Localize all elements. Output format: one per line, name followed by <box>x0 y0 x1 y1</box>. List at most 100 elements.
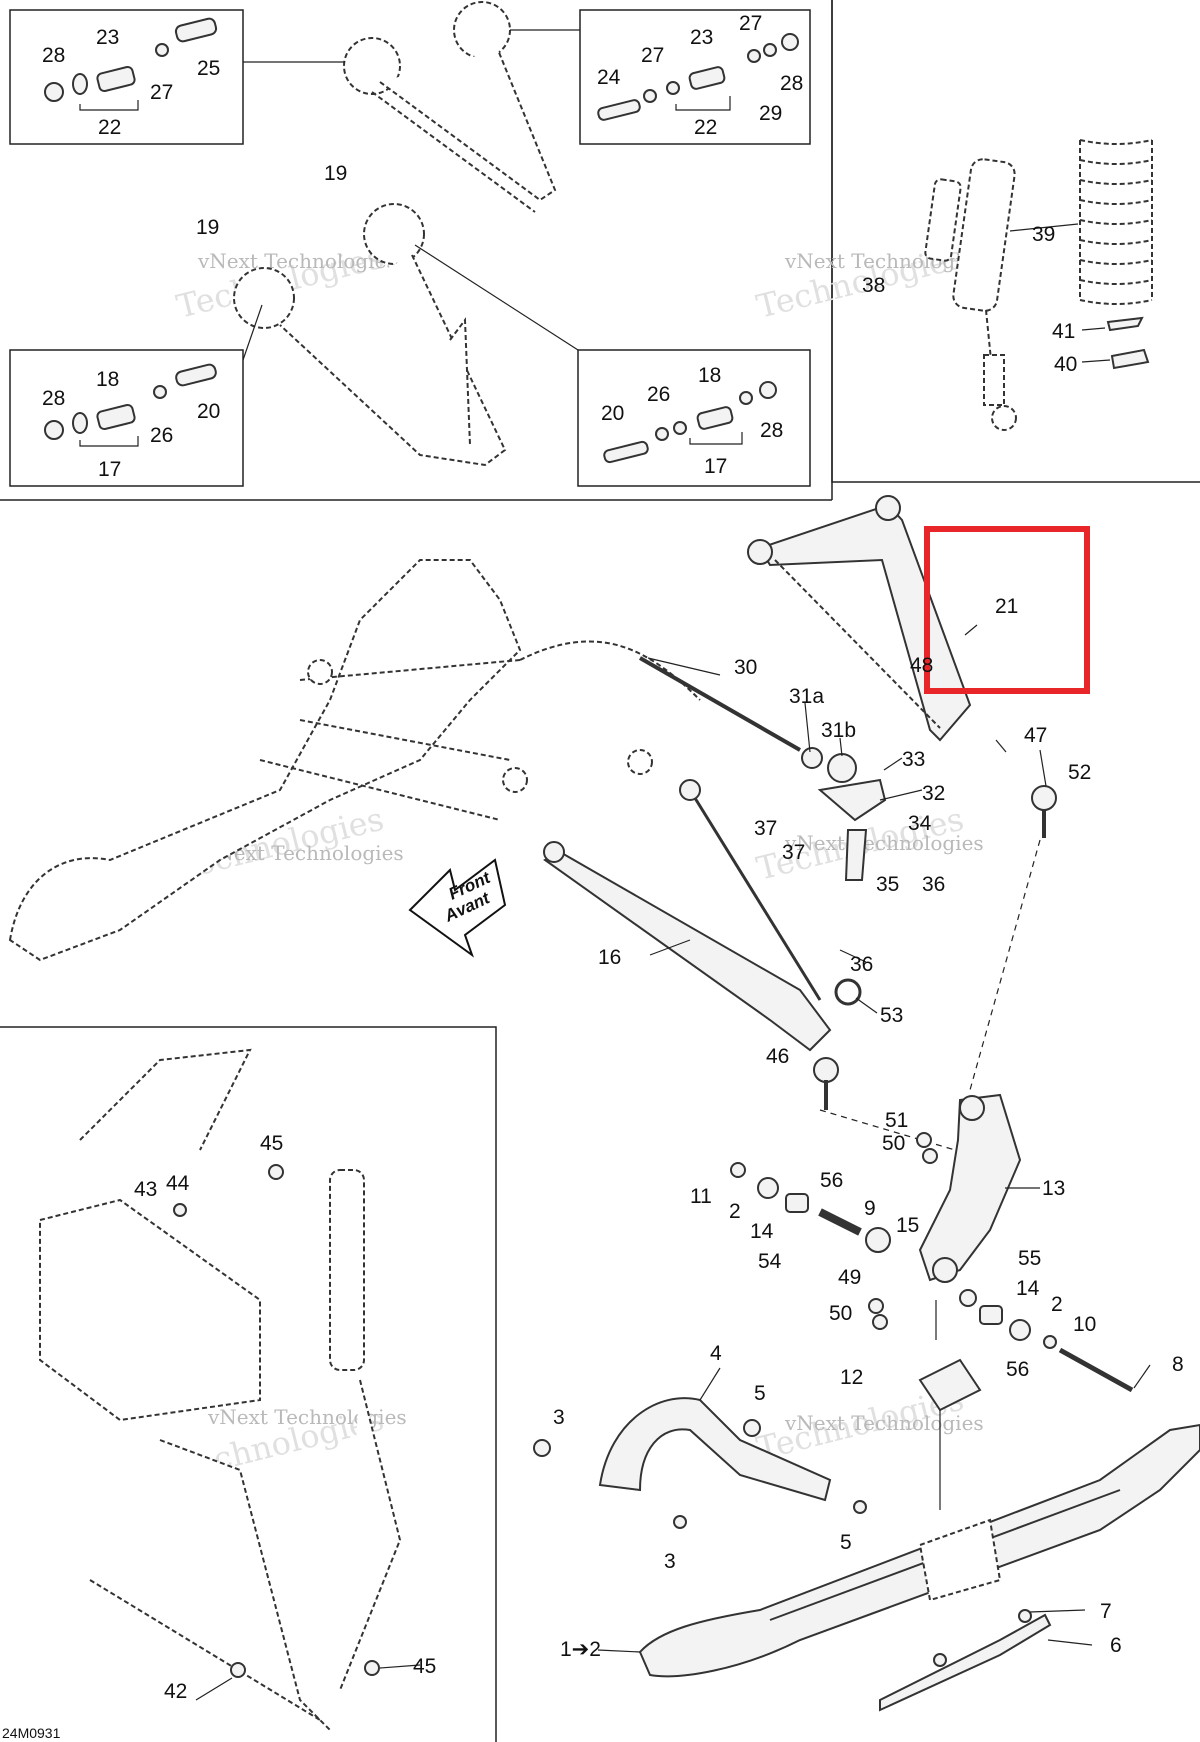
callout-23: 23 <box>96 26 119 49</box>
lower-a-arm-16 <box>543 779 862 1110</box>
callout-24: 24 <box>597 66 621 89</box>
callout-47: 47 <box>1024 724 1047 747</box>
callout-37: 37 <box>782 841 805 864</box>
callout-48: 48 <box>910 654 933 677</box>
rear-suspension-illustration <box>39 1048 402 1731</box>
inset-box-mid-right <box>577 349 811 487</box>
callout-28: 28 <box>760 419 783 442</box>
callout-8: 8 <box>1172 1353 1184 1376</box>
callout-31a: 31a <box>789 685 824 708</box>
spindle-hardware <box>730 1132 1134 1412</box>
shock-absorber-illustration <box>924 158 1017 431</box>
callout-14: 14 <box>1016 1277 1040 1300</box>
coil-spring-illustration <box>1079 139 1153 370</box>
vehicle-front-illustration <box>8 559 701 962</box>
callout-41: 41 <box>1052 320 1075 343</box>
callout-32: 32 <box>922 782 945 805</box>
svg-text:vNext Technologies: vNext Technologies <box>784 1411 984 1435</box>
callout-51: 51 <box>885 1109 908 1132</box>
callout-17: 17 <box>704 455 727 478</box>
callout-21: 21 <box>995 595 1018 618</box>
callout-53: 53 <box>880 1004 903 1027</box>
callout-55: 55 <box>1018 1247 1041 1270</box>
drawing-code: 24M0931 <box>2 1725 61 1741</box>
callout-6: 6 <box>1110 1634 1122 1657</box>
callout-54: 54 <box>758 1250 782 1273</box>
callout-36: 36 <box>922 873 945 896</box>
spindle-13 <box>918 1093 1022 1283</box>
callout-2: 2 <box>729 1200 741 1223</box>
callout-28: 28 <box>780 72 803 95</box>
callout-39: 39 <box>1032 223 1055 246</box>
callout-36: 36 <box>850 953 873 976</box>
callout-7: 7 <box>1100 1600 1112 1623</box>
front-direction-arrow: Front Avant <box>408 858 507 958</box>
inset-box-top-left <box>9 9 244 145</box>
callout-20: 20 <box>601 402 624 425</box>
inset-box-mid-left <box>9 349 244 487</box>
callout-9: 9 <box>864 1197 876 1220</box>
leader-lines <box>195 223 1151 1701</box>
ski-runner-6 <box>879 1609 1052 1712</box>
callout-33: 33 <box>902 748 925 771</box>
callout-31b: 31b <box>821 719 856 742</box>
highlight-box-part-21 <box>924 526 1090 694</box>
callout-50: 50 <box>882 1132 905 1155</box>
callout-27: 27 <box>739 12 762 35</box>
callout-labels: 28 23 25 27 22 24 27 23 27 28 29 22 19 1… <box>42 12 1184 1703</box>
ski-handle-4 <box>533 1397 867 1529</box>
inset-hardware-mid-right <box>603 381 777 464</box>
callout-49: 49 <box>838 1266 861 1289</box>
callout-45: 45 <box>260 1132 283 1155</box>
callout-38: 38 <box>862 274 885 297</box>
upper-a-arm-21 <box>747 495 972 742</box>
callout-30: 30 <box>734 656 757 679</box>
callout-28: 28 <box>42 387 65 410</box>
inset-hardware-top-left <box>44 17 218 111</box>
callout-46: 46 <box>766 1045 789 1068</box>
callout-26: 26 <box>647 383 670 406</box>
callout-28: 28 <box>42 44 65 67</box>
callout-12: 12 <box>840 1366 863 1389</box>
callout-22: 22 <box>694 116 717 139</box>
callout-50: 50 <box>829 1302 852 1325</box>
callout-13: 13 <box>1042 1177 1065 1200</box>
callout-3: 3 <box>664 1550 676 1573</box>
ski-illustration <box>638 1423 1200 1678</box>
callout-29: 29 <box>759 102 782 125</box>
callout-19: 19 <box>324 162 347 185</box>
callout-56: 56 <box>820 1169 843 1192</box>
callout-19: 19 <box>196 216 219 239</box>
callout-34: 34 <box>908 812 932 835</box>
callout-17: 17 <box>98 458 121 481</box>
callout-42: 42 <box>164 1680 187 1703</box>
callout-3: 3 <box>553 1406 565 1429</box>
callout-35: 35 <box>876 873 899 896</box>
svg-text:vNext Technologies: vNext Technologies <box>784 831 984 855</box>
callout-4: 4 <box>710 1342 722 1365</box>
callout-23: 23 <box>690 26 713 49</box>
callout-26: 26 <box>150 424 173 447</box>
svg-text:vNext Technologies: vNext Technologies <box>784 249 984 273</box>
callout-40: 40 <box>1054 353 1077 376</box>
callout-27: 27 <box>641 44 664 67</box>
inset-hardware-top-right <box>597 33 799 121</box>
callout-37: 37 <box>754 817 777 840</box>
callout-25: 25 <box>197 57 220 80</box>
callout-14: 14 <box>750 1220 774 1243</box>
callout-5: 5 <box>840 1531 852 1554</box>
callout-18: 18 <box>96 368 119 391</box>
callout-20: 20 <box>197 400 220 423</box>
callout-43: 43 <box>134 1178 157 1201</box>
callout-27: 27 <box>150 81 173 104</box>
callout-15: 15 <box>896 1214 919 1237</box>
callout-11: 11 <box>690 1185 712 1208</box>
callout-10: 10 <box>1073 1313 1096 1336</box>
inset-box-top-right <box>579 9 811 145</box>
callout-45: 45 <box>413 1655 436 1678</box>
callout-2: 2 <box>1051 1293 1063 1316</box>
svg-text:vNext Technologies: vNext Technologies <box>197 249 397 273</box>
callout-22: 22 <box>98 116 121 139</box>
